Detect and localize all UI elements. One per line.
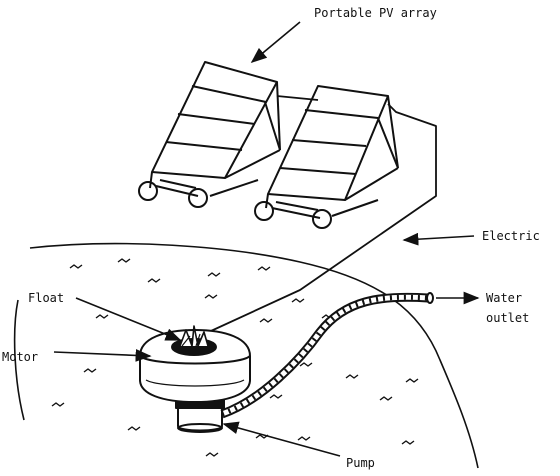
motor-housing — [139, 329, 251, 403]
wheel-icon — [312, 209, 332, 229]
label-float: Float — [28, 291, 64, 305]
pv-panel-right — [254, 85, 399, 229]
label-outlet: outlet — [486, 311, 529, 325]
float — [171, 325, 217, 356]
label-pump: Pump — [346, 456, 375, 470]
callout-arrows — [53, 21, 480, 457]
pump — [175, 397, 225, 433]
wheel-icon — [138, 181, 158, 201]
label-electric: Electric — [482, 229, 540, 243]
electric-arrow — [402, 232, 475, 246]
pump-arrow — [222, 421, 341, 457]
water-hose — [220, 292, 434, 419]
float-arrow — [75, 297, 182, 341]
wheel-icon — [254, 201, 274, 221]
pv-panel-left — [138, 61, 281, 208]
label-pv-array: Portable PV array — [314, 6, 437, 20]
water-body — [13, 242, 479, 469]
electric-wiring — [199, 95, 437, 337]
diagram-labels: Portable PV array Electric Water outlet … — [2, 6, 540, 470]
motor-arrow — [53, 349, 152, 362]
label-motor: Motor — [2, 350, 38, 364]
label-water: Water — [486, 291, 522, 305]
wheel-icon — [188, 188, 208, 208]
pv-array-arrow — [250, 21, 301, 64]
